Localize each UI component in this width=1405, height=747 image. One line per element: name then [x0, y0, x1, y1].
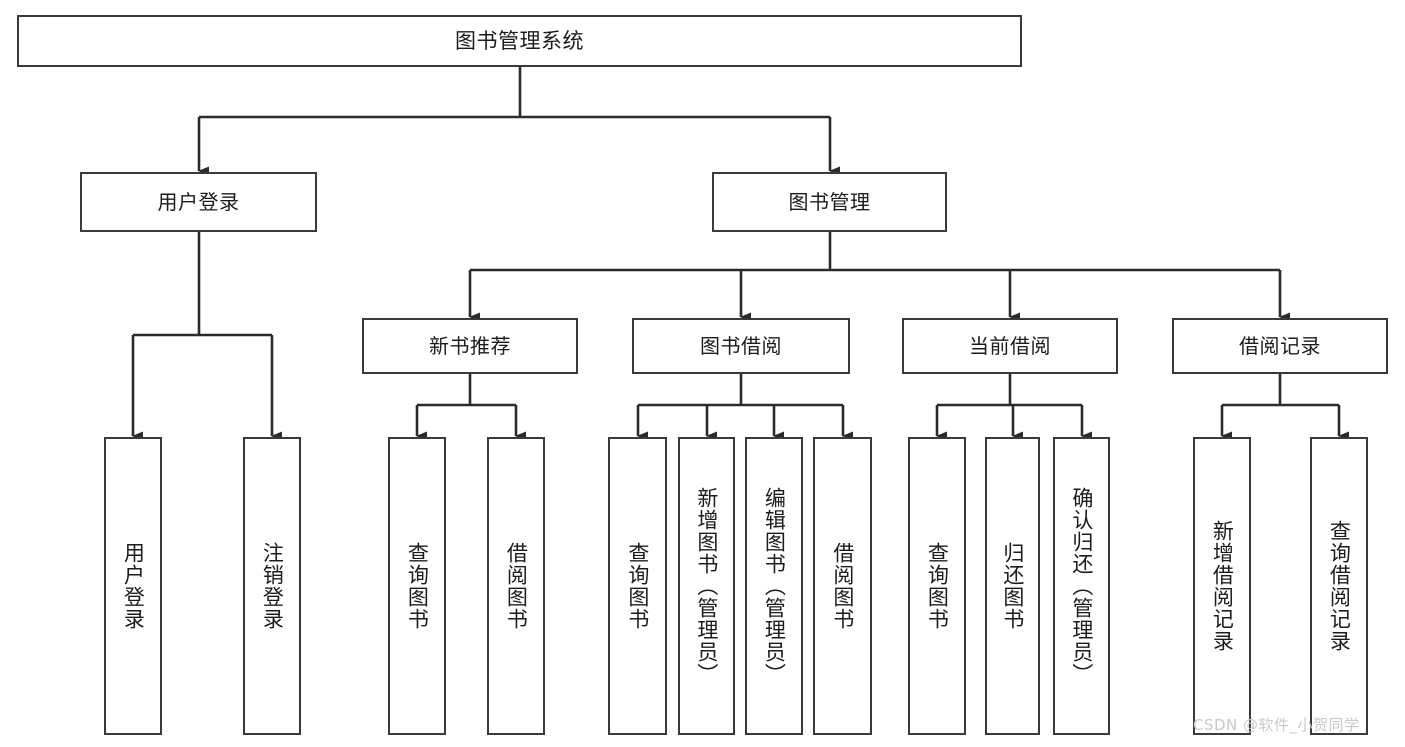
node-l8[interactable]: 借阅图书	[813, 437, 872, 735]
node-bookmgmt[interactable]: 图书管理	[712, 172, 947, 232]
node-login[interactable]: 用户登录	[80, 172, 317, 232]
node-label: 当前借阅	[969, 333, 1051, 358]
node-label: 用户登录	[121, 542, 146, 630]
node-l4[interactable]: 借阅图书	[487, 437, 545, 735]
node-root[interactable]: 图书管理系统	[17, 15, 1022, 67]
node-label: 用户登录	[157, 189, 240, 214]
node-l10[interactable]: 归还图书	[985, 437, 1040, 735]
node-l5[interactable]: 查询图书	[608, 437, 667, 735]
node-label: 查询图书	[625, 542, 650, 630]
node-label: 新书推荐	[429, 333, 511, 358]
node-label: 查询借阅记录	[1327, 520, 1352, 652]
node-l13[interactable]: 查询借阅记录	[1310, 437, 1368, 735]
node-l2[interactable]: 注销登录	[243, 437, 301, 735]
node-l6[interactable]: 新增图书（管理员）	[678, 437, 735, 735]
node-label: 确认归还（管理员）	[1069, 487, 1094, 685]
node-label: 查询图书	[405, 542, 430, 630]
node-label: 图书管理系统	[455, 28, 584, 53]
node-l7[interactable]: 编辑图书（管理员）	[745, 437, 803, 735]
node-label: 编辑图书（管理员）	[762, 487, 787, 685]
node-l3[interactable]: 查询图书	[388, 437, 446, 735]
node-label: 借阅记录	[1239, 333, 1321, 358]
node-label: 归还图书	[1000, 542, 1025, 630]
node-l9[interactable]: 查询图书	[908, 437, 966, 735]
node-label: 图书借阅	[700, 333, 782, 358]
node-borrow[interactable]: 图书借阅	[632, 318, 850, 374]
node-label: 借阅图书	[504, 542, 529, 630]
node-label: 注销登录	[260, 542, 285, 630]
node-l11[interactable]: 确认归还（管理员）	[1053, 437, 1110, 735]
node-records[interactable]: 借阅记录	[1172, 318, 1388, 374]
node-current[interactable]: 当前借阅	[902, 318, 1118, 374]
node-l1[interactable]: 用户登录	[104, 437, 162, 735]
node-label: 借阅图书	[830, 542, 855, 630]
node-label: 新增借阅记录	[1210, 520, 1235, 652]
node-label: 查询图书	[925, 542, 950, 630]
node-l12[interactable]: 新增借阅记录	[1193, 437, 1251, 735]
node-newbook[interactable]: 新书推荐	[362, 318, 578, 374]
node-label: 图书管理	[788, 189, 871, 214]
node-label: 新增图书（管理员）	[694, 487, 719, 685]
watermark: CSDN @软件_小贺同学	[1193, 716, 1360, 734]
